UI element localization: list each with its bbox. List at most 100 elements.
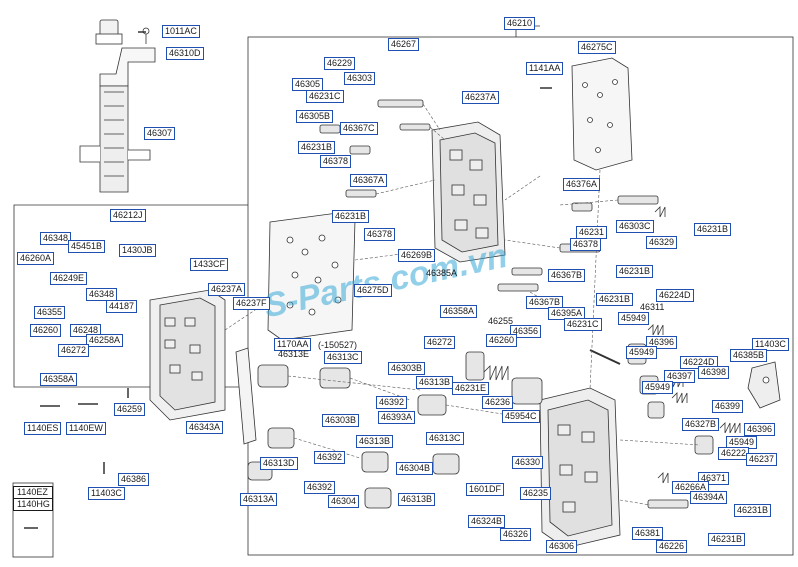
part-label-46303b[interactable]: 46303B	[388, 362, 426, 375]
part-label-46355[interactable]: 46355	[34, 306, 66, 319]
part-label-45949-c[interactable]: 45949	[642, 381, 674, 394]
part-label-46343a[interactable]: 46343A	[186, 421, 224, 434]
part-label-46310d[interactable]: 46310D	[166, 47, 204, 60]
part-label-46396[interactable]: 46396	[646, 336, 678, 349]
part-label-46231b-g[interactable]: 46231B	[708, 533, 746, 546]
part-label-46313c[interactable]: 46313C	[324, 351, 362, 364]
part-label-46367b[interactable]: 46367B	[548, 269, 586, 282]
part-label-46367b-b[interactable]: 46367B	[526, 296, 564, 309]
part-label-46229[interactable]: 46229	[324, 57, 356, 70]
part-label-46367a[interactable]: 46367A	[350, 174, 388, 187]
part-label-46275c[interactable]: 46275C	[578, 41, 616, 54]
part-label-46313b[interactable]: 46313B	[416, 376, 454, 389]
part-label-46231b-e[interactable]: 46231B	[596, 293, 634, 306]
part-label-46381[interactable]: 46381	[632, 527, 664, 540]
part-label-46304[interactable]: 46304	[328, 495, 360, 508]
part-label-46212j[interactable]: 46212J	[110, 209, 146, 222]
part-label-46356[interactable]: 46356	[510, 325, 542, 338]
part-label-1011ac[interactable]: 1011AC	[162, 25, 200, 38]
part-label-46306[interactable]: 46306	[546, 540, 578, 553]
part-label-46326[interactable]: 46326	[500, 528, 532, 541]
part-label-45949[interactable]: 45949	[618, 312, 650, 325]
part-label-46386[interactable]: 46386	[118, 473, 150, 486]
part-label-46348-b[interactable]: 46348	[86, 288, 118, 301]
part-label-46249e[interactable]: 46249E	[50, 272, 88, 285]
part-label-46269b[interactable]: 46269B	[398, 249, 436, 262]
part-label-46237a-b[interactable]: 46237A	[208, 283, 246, 296]
part-label-46231b-c[interactable]: 46231B	[694, 223, 732, 236]
part-label-45451b[interactable]: 45451B	[68, 240, 106, 253]
part-label-46378[interactable]: 46378	[320, 155, 352, 168]
part-label-46313d[interactable]: 46313D	[260, 457, 298, 470]
part-label-46327b[interactable]: 46327B	[682, 418, 720, 431]
part-label-46378-b[interactable]: 46378	[364, 228, 396, 241]
part-label-1170aa[interactable]: 1170AA	[274, 338, 312, 351]
part-label-46329[interactable]: 46329	[646, 236, 678, 249]
part-label-46330[interactable]: 46330	[512, 456, 544, 469]
part-label-46303[interactable]: 46303	[344, 72, 376, 85]
part-label-46392[interactable]: 46392	[376, 396, 408, 409]
part-label-11403c-b[interactable]: 11403C	[88, 487, 125, 500]
part-label-1141aa[interactable]: 1141AA	[526, 62, 564, 75]
part-label-46275d[interactable]: 46275D	[354, 284, 392, 297]
part-label-46222[interactable]: 46222	[718, 447, 750, 460]
part-label-46258a[interactable]: 46258A	[86, 334, 124, 347]
part-label-46237a[interactable]: 46237A	[462, 91, 500, 104]
part-label-46324b[interactable]: 46324B	[468, 515, 506, 528]
part-label-46272[interactable]: 46272	[58, 344, 90, 357]
part-label-1140hg[interactable]: 1140HG	[14, 498, 52, 510]
part-label-46376a[interactable]: 46376A	[563, 178, 601, 191]
part-label-1140es[interactable]: 1140ES	[24, 422, 62, 435]
part-label-46385b[interactable]: 46385B	[730, 349, 768, 362]
part-label-46313b-c[interactable]: 46313B	[398, 493, 436, 506]
part-label-46231c[interactable]: 46231C	[306, 90, 344, 103]
part-label-46267[interactable]: 46267	[388, 38, 420, 51]
part-label-46224d[interactable]: 46224D	[656, 289, 694, 302]
part-label-1140ew[interactable]: 1140EW	[66, 422, 106, 435]
part-label-46313c-b[interactable]: 46313C	[426, 432, 464, 445]
part-label-46348[interactable]: 46348	[40, 232, 72, 245]
part-label-1601df[interactable]: 1601DF	[466, 483, 505, 496]
part-label-1140ez[interactable]: 1140EZ	[17, 487, 48, 497]
part-label-46231b-b[interactable]: 46231B	[332, 210, 370, 223]
part-label-46237[interactable]: 46237	[746, 453, 778, 466]
part-label-46393a[interactable]: 46393A	[378, 411, 416, 424]
part-label-46303b-b[interactable]: 46303B	[322, 414, 360, 427]
part-label-46248[interactable]: 46248	[70, 324, 102, 337]
part-label-46260[interactable]: 46260	[30, 324, 62, 337]
part-label-46305b[interactable]: 46305B	[296, 110, 334, 123]
part-label-46260a[interactable]: 46260A	[17, 252, 55, 265]
part-label-46399[interactable]: 46399	[712, 400, 744, 413]
part-label-46367c[interactable]: 46367C	[340, 122, 378, 135]
part-label-46236[interactable]: 46236	[482, 396, 514, 409]
part-label-46235[interactable]: 46235	[520, 487, 552, 500]
part-label-46231b[interactable]: 46231B	[298, 141, 336, 154]
part-label-46392-c[interactable]: 46392	[304, 481, 336, 494]
part-label-1430jb[interactable]: 1430JB	[119, 244, 156, 257]
part-label-45949-b[interactable]: 45949	[626, 346, 658, 359]
part-label-44187[interactable]: 44187	[106, 300, 138, 313]
part-label-46231b-f[interactable]: 46231B	[734, 504, 772, 517]
part-label-46231b-d[interactable]: 46231B	[616, 265, 654, 278]
part-label-46358a[interactable]: 46358A	[40, 373, 78, 386]
part-label-46303c[interactable]: 46303C	[616, 220, 654, 233]
part-label-46237f[interactable]: 46237F	[233, 297, 270, 310]
part-label-46231c-b[interactable]: 46231C	[564, 318, 602, 331]
part-label-46210[interactable]: 46210	[504, 17, 536, 30]
part-label-46307[interactable]: 46307	[144, 127, 176, 140]
part-label-46358a-b[interactable]: 46358A	[440, 305, 478, 318]
part-label-46398[interactable]: 46398	[698, 366, 730, 379]
part-label-46226[interactable]: 46226	[656, 540, 688, 553]
part-label-45954c[interactable]: 45954C	[502, 410, 540, 423]
part-label-46272-b[interactable]: 46272	[424, 336, 456, 349]
part-label-46260-b[interactable]: 46260	[486, 334, 518, 347]
part-label-46231e[interactable]: 46231E	[452, 382, 490, 395]
part-label-46392-b[interactable]: 46392	[314, 451, 346, 464]
part-label-46313b-b[interactable]: 46313B	[356, 435, 394, 448]
part-label-46313a[interactable]: 46313A	[240, 493, 278, 506]
part-label-46394a[interactable]: 46394A	[690, 491, 728, 504]
part-label-46304b[interactable]: 46304B	[396, 462, 434, 475]
part-label-46259[interactable]: 46259	[114, 403, 146, 416]
part-label-46378-c[interactable]: 46378	[570, 238, 602, 251]
part-label-46396-b[interactable]: 46396	[744, 423, 776, 436]
